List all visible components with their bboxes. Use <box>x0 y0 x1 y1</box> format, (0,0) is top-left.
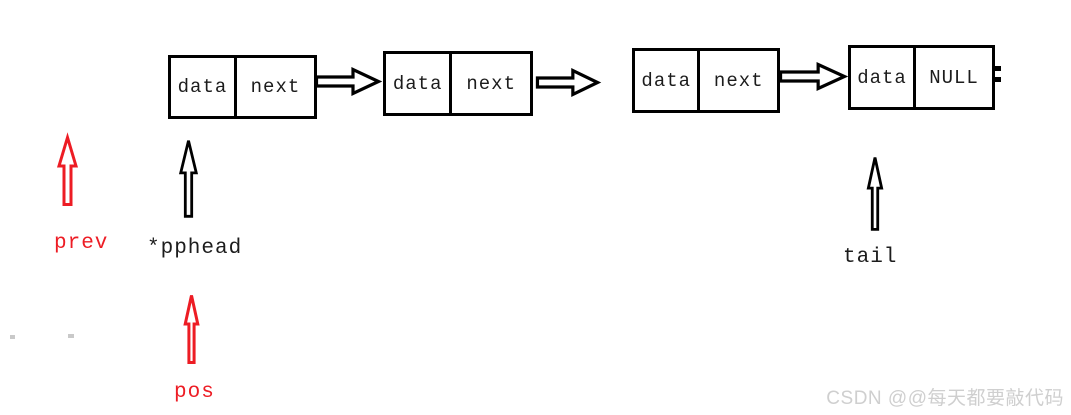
node-2-next-label: next <box>466 72 516 95</box>
link-right-arrow-icon-2 <box>536 67 600 98</box>
pos-up-arrow-icon <box>183 294 200 364</box>
list-node-2: data next <box>383 51 533 116</box>
node-1-next-cell: next <box>233 58 314 116</box>
node-3-next-label: next <box>713 69 764 92</box>
node-3-data-label: data <box>641 69 692 92</box>
node-3-next-cell: next <box>697 51 777 110</box>
csdn-watermark: CSDN @@每天都要敲代码 <box>826 388 1064 409</box>
tail-up-arrow-icon <box>866 156 884 231</box>
node-1-next-label: next <box>250 76 301 98</box>
node-4-data-cell: data <box>851 48 913 107</box>
link-right-arrow-icon-1 <box>315 66 381 97</box>
pphead-label: *pphead <box>147 237 243 260</box>
link-right-arrow-icon-3 <box>779 61 847 92</box>
node-1-data-label: data <box>177 76 228 98</box>
node-2-data-label: data <box>392 72 443 95</box>
node-4-null-cell: NULL <box>913 48 992 107</box>
list-node-3: data next <box>632 48 780 113</box>
node-4-edge-tick-bottom <box>994 77 1001 82</box>
node-4-edge-tick-top <box>994 66 1001 71</box>
tail-label: tail <box>843 246 898 269</box>
stray-speck-1 <box>10 335 15 339</box>
node-1-data-cell: data <box>171 58 234 116</box>
pos-label: pos <box>174 381 215 404</box>
prev-up-arrow-icon <box>56 136 79 206</box>
node-4-data-label: data <box>857 66 907 89</box>
stray-speck-2 <box>68 334 74 338</box>
list-node-4: data NULL <box>848 45 995 110</box>
node-2-data-cell: data <box>386 54 449 113</box>
list-node-1: data next <box>168 55 317 119</box>
node-4-null-label: NULL <box>929 66 979 89</box>
pphead-up-arrow-icon <box>178 139 199 218</box>
prev-label: prev <box>54 232 109 255</box>
node-2-next-cell: next <box>449 54 530 113</box>
node-3-data-cell: data <box>635 51 697 110</box>
